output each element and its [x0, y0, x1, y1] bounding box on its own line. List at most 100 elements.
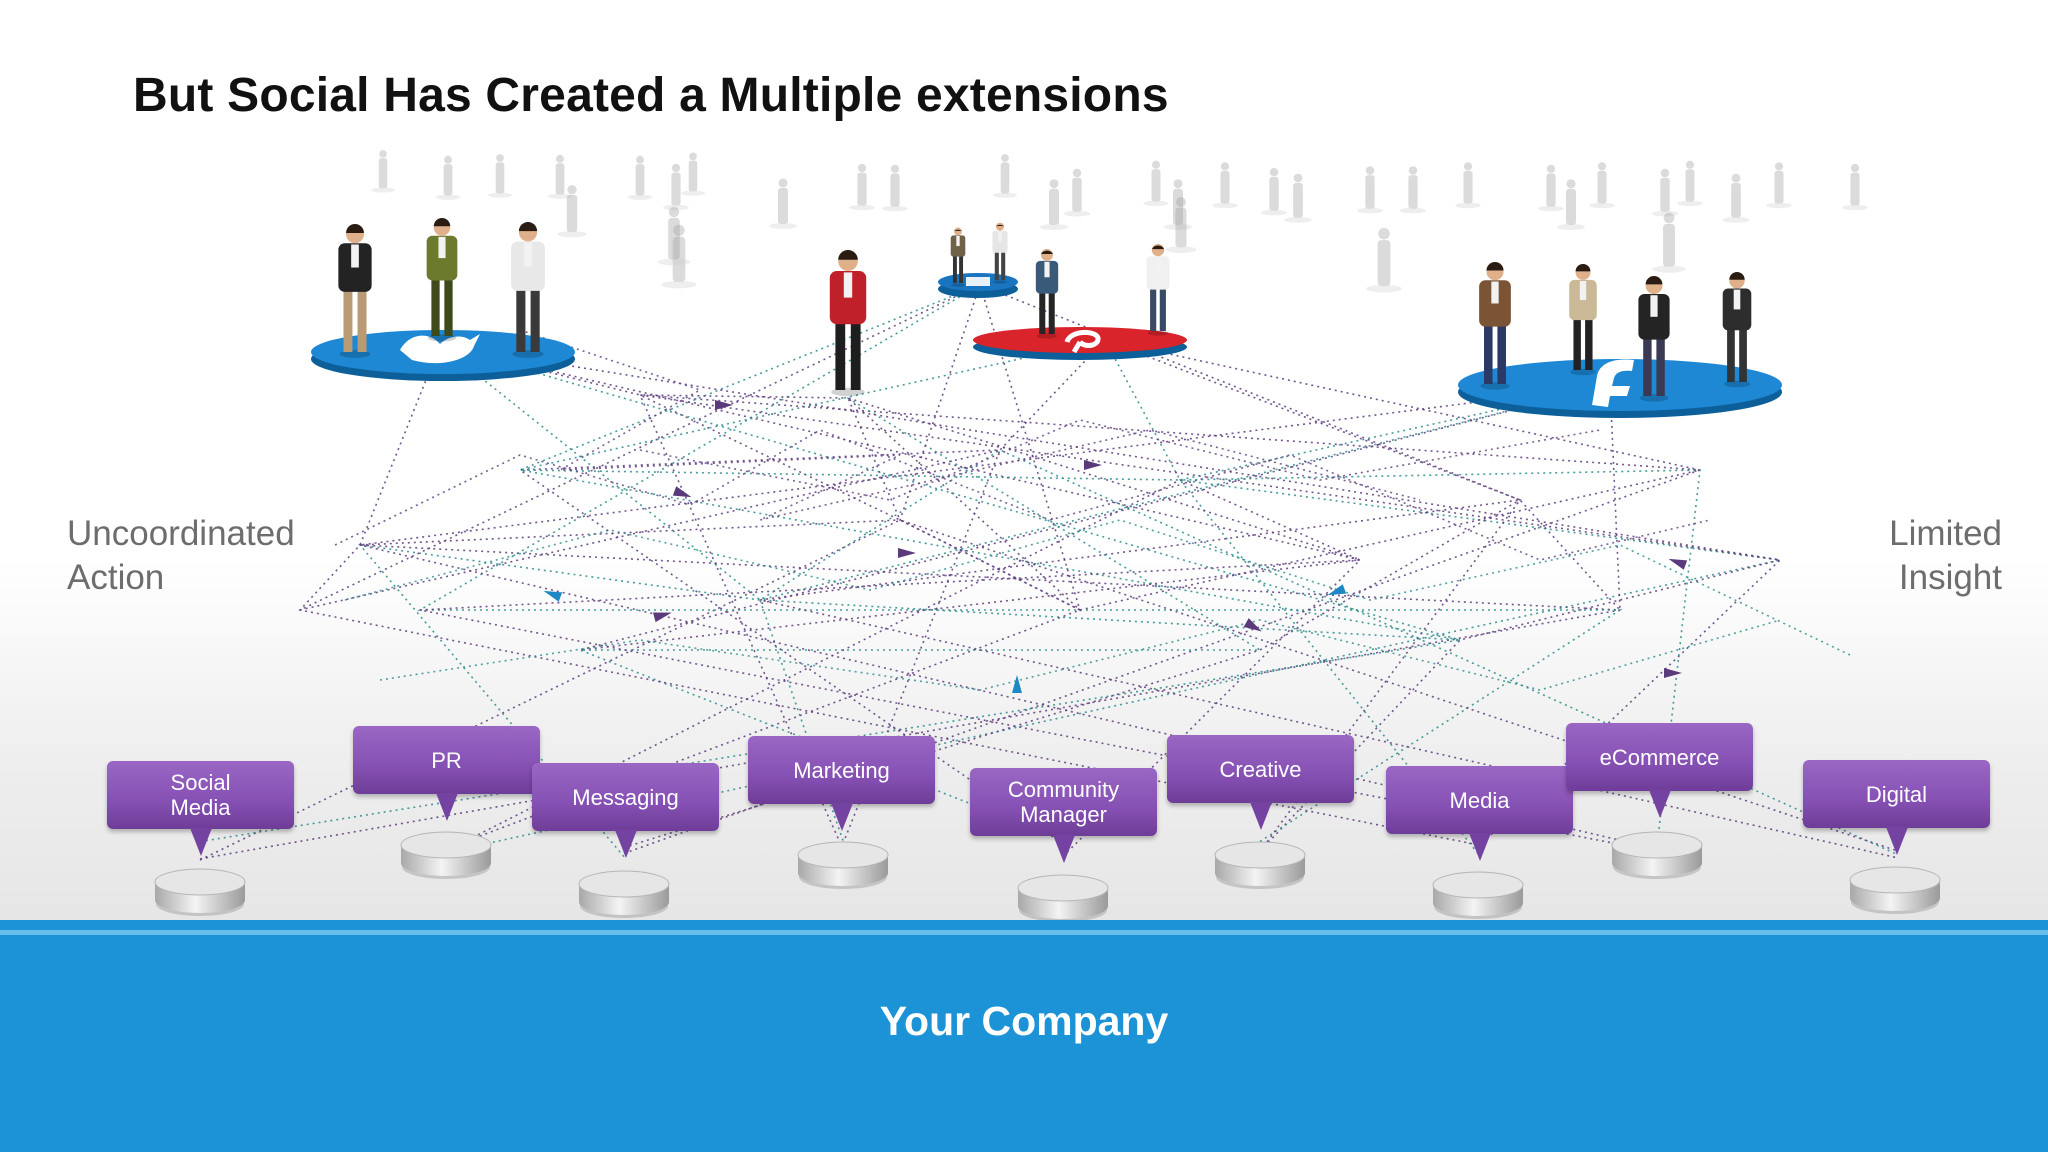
pedestal — [797, 841, 889, 889]
twitter-bird-icon — [400, 334, 480, 364]
crowd-figure — [435, 155, 461, 200]
connection-line — [199, 384, 1621, 860]
arrowhead — [1327, 584, 1347, 596]
crowd-figure — [1165, 197, 1197, 253]
connection-line — [1259, 384, 1621, 852]
crowd-figure — [547, 154, 573, 199]
person-figure — [1638, 275, 1670, 402]
crowd-figure — [1538, 164, 1564, 212]
crowd-figure — [1556, 179, 1586, 231]
connection-line — [439, 344, 1781, 852]
arrowhead — [1012, 675, 1022, 693]
crowd-figure — [1143, 160, 1169, 207]
facebook-platform — [1458, 359, 1782, 418]
person-figure — [426, 217, 458, 342]
crowd-figure — [882, 164, 908, 212]
connection-line — [623, 284, 1522, 849]
arrowhead — [898, 548, 916, 558]
connection-line — [298, 344, 1479, 846]
left-label-line-2: Action — [67, 558, 165, 597]
pedestal — [1017, 874, 1109, 922]
pedestal — [154, 868, 246, 916]
connection-line — [199, 284, 1461, 843]
person-figure — [992, 222, 1008, 284]
dept-messaging: Messaging — [532, 763, 719, 858]
person-figure — [1722, 272, 1752, 388]
dept-ecommerce: eCommerce — [1566, 723, 1753, 818]
facebook-f-icon — [1592, 359, 1634, 407]
person-figure — [511, 222, 545, 358]
pedestal — [400, 831, 492, 879]
arrowhead — [1668, 558, 1688, 570]
person-figure — [338, 224, 372, 358]
connection-lines — [199, 284, 1896, 861]
person-figure — [1035, 248, 1059, 339]
crowd-figure — [681, 152, 705, 196]
connection-line — [639, 419, 1601, 501]
crowd-figure — [371, 150, 395, 193]
line-arrowheads — [543, 400, 1688, 693]
right-label-line-2: Insight — [1898, 558, 2002, 597]
company-name: Your Company — [879, 998, 1169, 1044]
connection-line — [334, 429, 1711, 561]
crowd-figure — [1766, 162, 1792, 209]
dept-marketing: Marketing — [748, 736, 935, 831]
crowd-figure — [661, 224, 697, 289]
crowd-figure — [627, 155, 653, 200]
crowd-figure — [487, 154, 513, 198]
crowd-figure — [1651, 168, 1679, 217]
crowd-figure — [557, 184, 587, 238]
connection-line — [419, 397, 1658, 853]
crowd-figure — [992, 154, 1018, 198]
person-figure — [950, 227, 966, 287]
connection-line — [359, 284, 1658, 850]
crowd-figure — [663, 163, 689, 211]
connection-line — [417, 284, 1623, 843]
pedestal — [1214, 841, 1306, 889]
dept-digital: Digital — [1803, 760, 1990, 855]
company-band: Your Company — [0, 920, 2048, 1152]
slide-title: But Social Has Created a Multiple extens… — [133, 69, 1169, 122]
crowd-figure — [849, 163, 875, 211]
connection-line — [623, 397, 1701, 855]
crowd-figure — [1260, 167, 1288, 216]
person-figure — [1569, 263, 1597, 376]
dept-pr: PR — [353, 726, 540, 821]
people-figures — [338, 217, 1752, 402]
pedestal — [1611, 831, 1703, 879]
person-figure — [1479, 261, 1511, 390]
pedestal — [1432, 871, 1524, 919]
crowd-figure — [1212, 162, 1238, 209]
crowd-figure — [1722, 173, 1750, 223]
crowd-figure — [1455, 162, 1481, 209]
pedestals — [154, 831, 1941, 922]
arrowhead — [1084, 460, 1102, 470]
dept-social-media: Social Media — [107, 761, 294, 856]
dept-creative: Creative — [1167, 735, 1354, 830]
uncoordinated-action-label: Uncoordinated Action — [67, 512, 295, 600]
crowd-figure — [1163, 179, 1193, 231]
background-crowd — [371, 150, 1868, 293]
dept-media: Media — [1386, 766, 1573, 861]
arrowhead — [1243, 618, 1262, 632]
connection-line — [379, 619, 1781, 691]
crowd-figure — [1356, 166, 1384, 214]
crowd-figure — [1399, 166, 1427, 214]
crowd-figure — [1063, 168, 1091, 217]
crowd-figure — [1677, 160, 1703, 207]
connection-line — [439, 344, 1461, 841]
linkedin-platform — [938, 273, 1018, 298]
connection-line — [299, 284, 1002, 844]
crowd-figure — [769, 178, 797, 229]
left-label-line-1: Uncoordinated — [67, 514, 295, 553]
person-figure — [1146, 243, 1170, 336]
crowd-figure — [657, 206, 691, 266]
right-label-line-1: Limited — [1889, 514, 2002, 553]
band-highlight-stripe — [0, 930, 2048, 935]
person-figure — [829, 250, 867, 397]
pinterest-platform — [973, 327, 1187, 360]
pedestal — [578, 870, 670, 918]
arrowhead — [672, 486, 692, 498]
dept-community-manager: Community Manager — [970, 768, 1157, 863]
